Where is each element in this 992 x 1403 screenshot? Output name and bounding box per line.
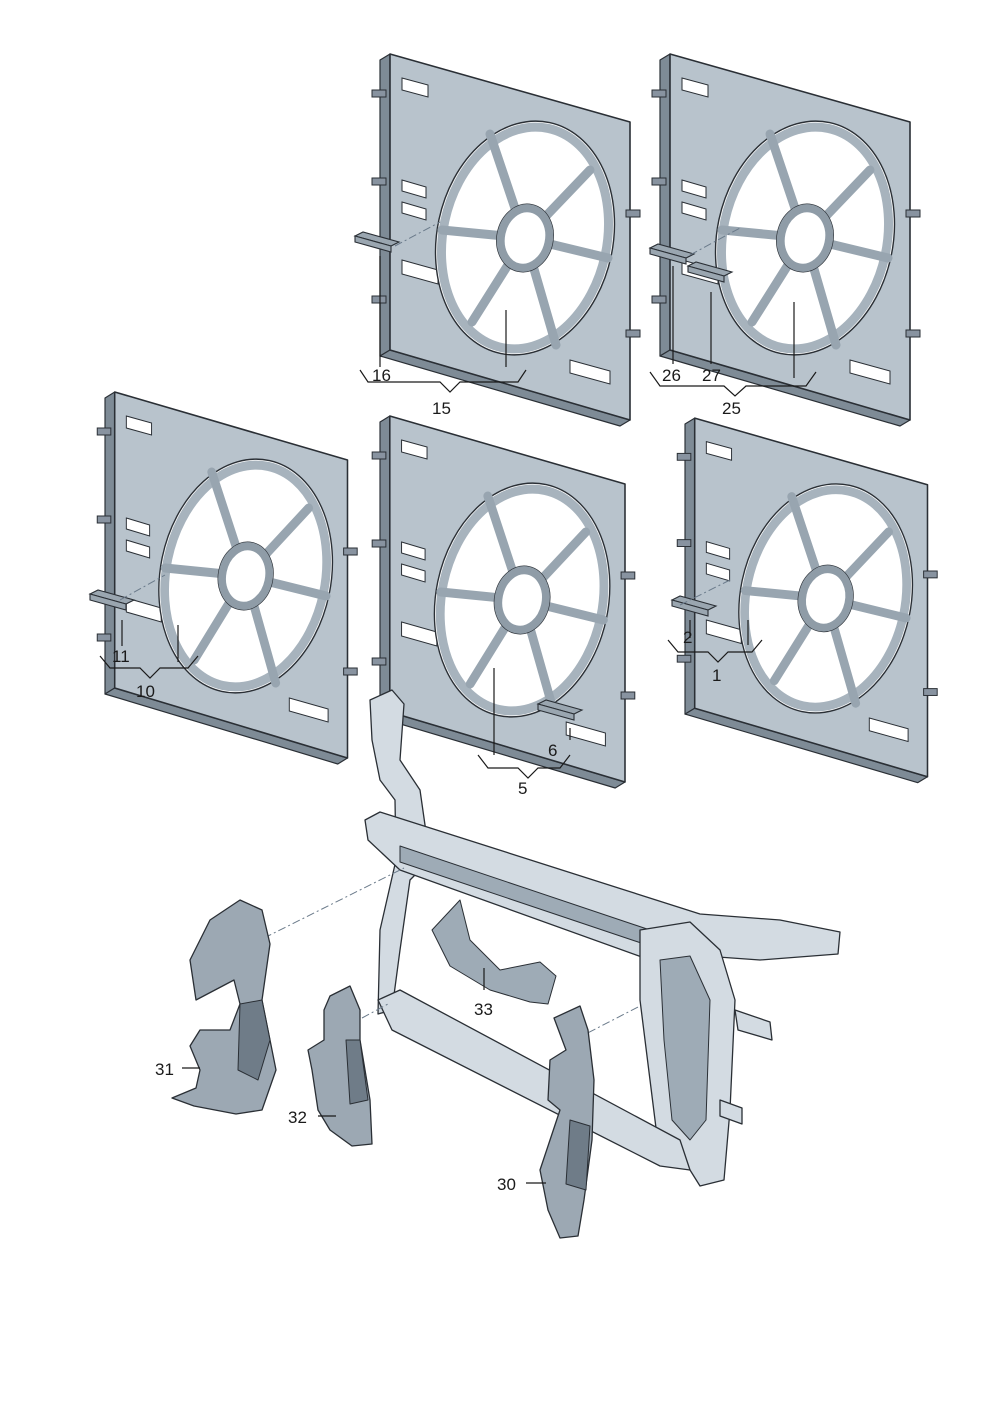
lock-carrier <box>263 689 841 1187</box>
callout-10: 10 <box>136 682 155 701</box>
callout-5: 5 <box>518 779 527 798</box>
fan-shroud-25: 26 27 25 <box>650 54 920 426</box>
callout-33: 33 <box>474 1000 493 1019</box>
callout-2: 2 <box>683 628 692 647</box>
callout-6: 6 <box>548 741 557 760</box>
fan-shroud-10: 11 10 <box>89 392 357 764</box>
callout-32: 32 <box>288 1108 307 1127</box>
callout-26: 26 <box>662 366 681 385</box>
fan-shroud-15: 16 15 <box>354 54 640 426</box>
callout-11: 11 <box>112 647 130 666</box>
callout-15: 15 <box>432 399 451 418</box>
callout-31: 31 <box>155 1060 174 1079</box>
fan-shroud-1: 2 1 <box>667 418 937 783</box>
fan-shroud-5: 6 5 <box>372 416 635 798</box>
callout-25: 25 <box>722 399 741 418</box>
bracket-33 <box>431 899 557 1005</box>
air-duct-30 <box>539 1005 595 1239</box>
callout-16: 16 <box>372 366 391 385</box>
callout-27: 27 <box>702 366 721 385</box>
air-duct-32 <box>307 985 373 1147</box>
air-duct-31 <box>171 899 277 1115</box>
callout-30: 30 <box>497 1175 516 1194</box>
callout-1: 1 <box>712 666 721 685</box>
